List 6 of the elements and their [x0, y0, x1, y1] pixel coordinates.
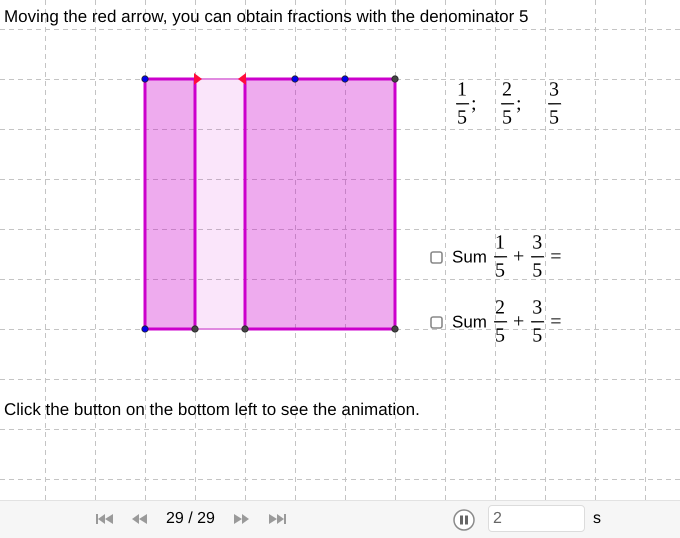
fraction: 3/5	[546, 80, 562, 128]
frame-counter: 29 / 29	[166, 509, 215, 529]
instruction-text: Click the button on the bottom left to see the animation.	[4, 400, 420, 420]
input-field: 2	[488, 505, 585, 532]
unit-label: s	[593, 509, 601, 529]
title: Moving the red arrow, you can obtain fractions with the denominator 5	[4, 7, 528, 27]
